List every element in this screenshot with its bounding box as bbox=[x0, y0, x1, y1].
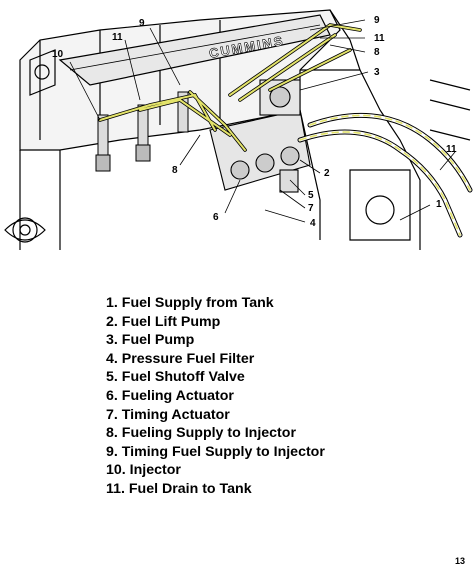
legend-item: 4. Pressure Fuel Filter bbox=[106, 350, 255, 367]
legend-item: 6. Fueling Actuator bbox=[106, 387, 234, 404]
injectors bbox=[95, 91, 189, 172]
callouts: 9 11 10 9 11 8 3 8 2 5 7 6 4 11 1 bbox=[52, 15, 457, 229]
callout-11-right: 11 bbox=[374, 33, 385, 44]
component-legend: 1. Fuel Supply from Tank 2. Fuel Lift Pu… bbox=[106, 294, 325, 499]
legend-item: 1. Fuel Supply from Tank bbox=[106, 295, 274, 311]
legend-item: 3. Fuel Pump bbox=[106, 332, 195, 349]
callout-11-tank: 11 bbox=[446, 144, 457, 155]
callout-9-left: 9 bbox=[139, 18, 145, 29]
callout-4: 4 bbox=[310, 218, 316, 229]
fuel-pump-assembly bbox=[209, 79, 311, 193]
legend-item: 11. Fuel Drain to Tank bbox=[106, 480, 252, 497]
legend-item: 9. Timing Fuel Supply to Injector bbox=[106, 443, 325, 460]
legend-item: 8. Fueling Supply to Injector bbox=[106, 425, 296, 442]
callout-8-right: 8 bbox=[374, 47, 380, 58]
callout-7: 7 bbox=[308, 203, 314, 214]
callout-2: 2 bbox=[324, 168, 330, 179]
callout-9-right: 9 bbox=[374, 15, 380, 26]
callout-11-left: 11 bbox=[112, 32, 123, 43]
legend-item: 2. Fuel Lift Pump bbox=[106, 313, 221, 330]
fuel-system-diagram: CUMMINS bbox=[4, 9, 473, 250]
leader-lines bbox=[69, 19, 456, 223]
callout-1: 1 bbox=[436, 199, 442, 210]
callout-10: 10 bbox=[52, 49, 64, 60]
legend-item: 7. Timing Actuator bbox=[106, 406, 230, 423]
callout-8-left: 8 bbox=[172, 165, 178, 176]
fuel-lines bbox=[98, 23, 473, 238]
callout-3: 3 bbox=[374, 67, 380, 78]
page-number: 13 bbox=[455, 556, 466, 566]
callout-5: 5 bbox=[308, 190, 314, 201]
legend-item: 5. Fuel Shutoff Valve bbox=[106, 369, 245, 386]
legend-item: 10. Injector bbox=[106, 462, 181, 479]
callout-6: 6 bbox=[213, 212, 219, 223]
